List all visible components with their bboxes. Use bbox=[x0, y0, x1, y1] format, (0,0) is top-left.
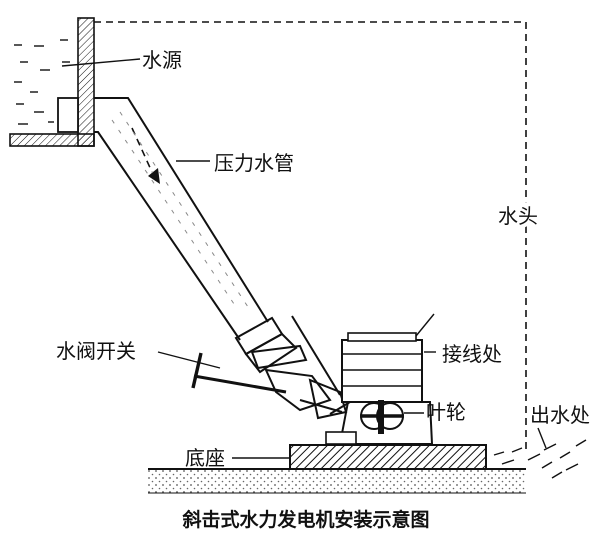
valve-switch bbox=[157, 351, 287, 394]
impeller-label: 叶轮 bbox=[426, 400, 466, 424]
water-head-marker bbox=[94, 21, 527, 450]
penstock-label: 压力水管 bbox=[214, 151, 294, 175]
impeller bbox=[360, 400, 424, 434]
base-slab bbox=[232, 444, 487, 470]
outlet-water bbox=[493, 427, 587, 479]
water-outlet-label: 出水处 bbox=[530, 403, 590, 427]
base-label: 底座 bbox=[185, 446, 225, 470]
wiring-point-label: 接线处 bbox=[442, 342, 502, 366]
water-reservoir bbox=[9, 17, 141, 147]
diagram-caption: 斜击式水力发电机安装示意图 bbox=[181, 508, 429, 531]
generator-body bbox=[341, 313, 436, 403]
pipe-flanges bbox=[234, 315, 348, 420]
valve-switch-label: 水阀开关 bbox=[56, 339, 136, 363]
water-head-label: 水头 bbox=[498, 204, 538, 228]
water-source-label: 水源 bbox=[142, 48, 182, 72]
penstock-pipe bbox=[94, 97, 269, 341]
ground bbox=[148, 468, 526, 494]
